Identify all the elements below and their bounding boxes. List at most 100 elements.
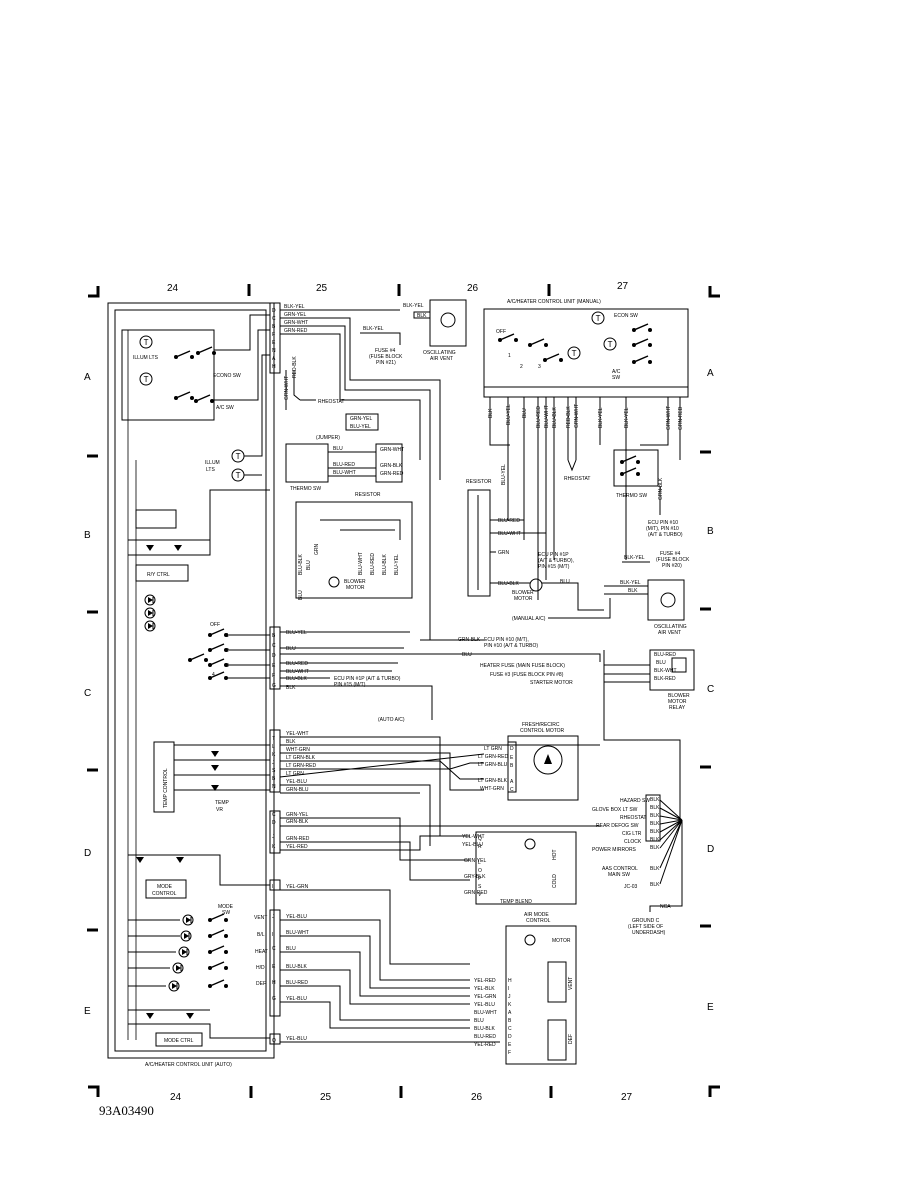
svg-text:A: A xyxy=(508,1010,512,1016)
fuse4-c: PIN #21) xyxy=(376,360,396,366)
svg-text:BLK-YEL: BLK-YEL xyxy=(624,407,630,428)
svg-text:V: V xyxy=(478,892,482,898)
svg-text:WHT-GRN: WHT-GRN xyxy=(480,786,504,792)
svg-text:BLU-WHT: BLU-WHT xyxy=(474,1010,497,1016)
svg-text:YEL-BLU: YEL-BLU xyxy=(286,914,307,920)
svg-text:D: D xyxy=(272,820,276,826)
row-label-e-left: E xyxy=(84,1006,91,1017)
temp-control-label: TEMP CONTROL xyxy=(163,768,169,808)
mode-bl: B/L xyxy=(257,932,265,938)
illum-lts2-a: ILLUM xyxy=(205,460,220,466)
svg-text:BLK-WHT: BLK-WHT xyxy=(654,668,677,674)
svg-text:BLK: BLK xyxy=(417,313,427,319)
col-label-26-top: 26 xyxy=(467,283,479,294)
cold-label: COLD xyxy=(552,874,558,888)
row-label-a-right: A xyxy=(707,368,714,379)
svg-text:D: D xyxy=(510,746,514,752)
svg-text:BLU-YEL: BLU-YEL xyxy=(350,424,371,430)
svg-text:N: N xyxy=(272,784,276,790)
svg-text:N: N xyxy=(272,348,276,354)
svg-text:3: 3 xyxy=(226,663,229,669)
svg-text:BLU: BLU xyxy=(333,446,343,452)
top-wire-group: BLK-YEL GRN-YEL GRN-WHT GRN-RED GRN-WHT … xyxy=(280,299,467,640)
svg-text:YEL-BLU: YEL-BLU xyxy=(286,779,307,785)
svg-text:BLU-BLK: BLU-BLK xyxy=(552,406,558,428)
svg-text:H: H xyxy=(272,364,276,370)
illum-lts2-b: LTS xyxy=(206,467,215,473)
document-number: 93A03490 xyxy=(99,1103,154,1118)
svg-text:BLU-WHT: BLU-WHT xyxy=(358,552,364,575)
svg-text:C: C xyxy=(272,946,276,952)
svg-text:BLU: BLU xyxy=(306,560,312,570)
svg-text:B: B xyxy=(272,776,276,782)
off-label: OFF xyxy=(496,329,506,335)
svg-text:BLK: BLK xyxy=(286,685,296,691)
svg-text:BLU-BLK: BLU-BLK xyxy=(382,553,388,575)
svg-text:YEL-GRN: YEL-GRN xyxy=(286,884,309,890)
svg-text:BLU-RED: BLU-RED xyxy=(474,1034,496,1040)
svg-text:BLK: BLK xyxy=(650,882,660,888)
hazard-sw-label: HAZARD SW xyxy=(620,798,650,804)
row-label-d-right: D xyxy=(707,844,714,855)
svg-text:YEL-BLU: YEL-BLU xyxy=(474,1002,495,1008)
col-label-26-bottom: 26 xyxy=(471,1092,483,1103)
svg-text:GRN-BLK: GRN-BLK xyxy=(286,819,309,825)
mode-control-b: CONTROL xyxy=(152,891,177,897)
osc-vent-a: OSCILLATING xyxy=(423,350,456,356)
ecu1p-a: ECU PIN #1P xyxy=(538,552,569,558)
fuse3-label: FUSE #3 (FUSE BLOCK PIN #8) xyxy=(490,672,564,678)
ecu10-c: (A/T & TURBO) xyxy=(648,532,683,538)
svg-text:YEL-WHT: YEL-WHT xyxy=(286,731,309,737)
svg-text:WHT-GRN: WHT-GRN xyxy=(286,747,310,753)
row-label-e-right: E xyxy=(707,1002,714,1013)
osc-vent-m-b: AIR VENT xyxy=(658,630,681,636)
resistor-m-label: RESISTOR xyxy=(466,479,492,485)
svg-text:LT GRN-RED: LT GRN-RED xyxy=(478,754,508,760)
svg-text:YEL-RED: YEL-RED xyxy=(474,978,496,984)
svg-text:H: H xyxy=(272,980,276,986)
svg-text:C: C xyxy=(272,812,276,818)
svg-text:BLU-YEL: BLU-YEL xyxy=(506,404,512,425)
svg-text:RED-BLK: RED-BLK xyxy=(566,406,572,428)
svg-text:GRN-RED: GRN-RED xyxy=(286,836,310,842)
ecu1p-auto-b: PIN #15 (M/T) xyxy=(334,682,366,688)
svg-text:BLK: BLK xyxy=(650,813,660,819)
svg-text:F: F xyxy=(272,673,275,679)
svg-text:GRN-WHT: GRN-WHT xyxy=(574,404,580,428)
svg-text:BLU-RED: BLU-RED xyxy=(370,553,376,575)
relay-b: MOTOR xyxy=(668,699,687,705)
ecu10q-a: ECU PIN #10 (M/T), xyxy=(484,637,529,643)
svg-text:H: H xyxy=(508,978,512,984)
svg-text:LT GRN: LT GRN xyxy=(484,746,502,752)
svg-text:BLK-YEL: BLK-YEL xyxy=(620,580,641,586)
ecu10q-b: PIN #10 (A/T & TURBO) xyxy=(484,643,538,649)
svg-text:2: 2 xyxy=(520,364,523,370)
svg-text:C: C xyxy=(510,787,514,793)
svg-text:BLU-RED: BLU-RED xyxy=(498,518,520,524)
row-label-b-right: B xyxy=(707,526,714,537)
row-label-d-left: D xyxy=(84,848,91,859)
cig-ltr-label: CIG LTR xyxy=(622,831,642,837)
svg-text:BLU: BLU xyxy=(522,408,528,418)
svg-text:BLU-WHT: BLU-WHT xyxy=(498,531,521,537)
col-label-25-top: 25 xyxy=(316,283,328,294)
fuse4-a: FUSE #4 xyxy=(375,348,396,354)
svg-text:YEL-BLK: YEL-BLK xyxy=(474,986,495,992)
svg-text:B: B xyxy=(272,633,276,639)
svg-text:GRN-YEL: GRN-YEL xyxy=(350,416,372,422)
ac-sw-label: A/C SW xyxy=(216,405,234,411)
auto-ac-label: (AUTO A/C) xyxy=(378,717,405,723)
blower-motor-a: BLOWER xyxy=(344,579,366,585)
osc-vent-m-a: OSCILLATING xyxy=(654,624,687,630)
svg-text:BLK: BLK xyxy=(650,845,660,851)
svg-text:J: J xyxy=(272,914,275,920)
svg-text:BLU-BLK: BLU-BLK xyxy=(498,581,520,587)
svg-text:GRN-BLK: GRN-BLK xyxy=(658,477,664,500)
svg-text:R: R xyxy=(478,844,482,850)
svg-text:BLK-RED: BLK-RED xyxy=(654,676,676,682)
svg-text:GRN-BLK: GRN-BLK xyxy=(380,463,403,469)
svg-text:S: S xyxy=(272,768,276,774)
svg-text:L: L xyxy=(272,744,275,750)
svg-text:1: 1 xyxy=(226,633,229,639)
rheostat-g-label: RHEOSTAT xyxy=(620,815,646,821)
